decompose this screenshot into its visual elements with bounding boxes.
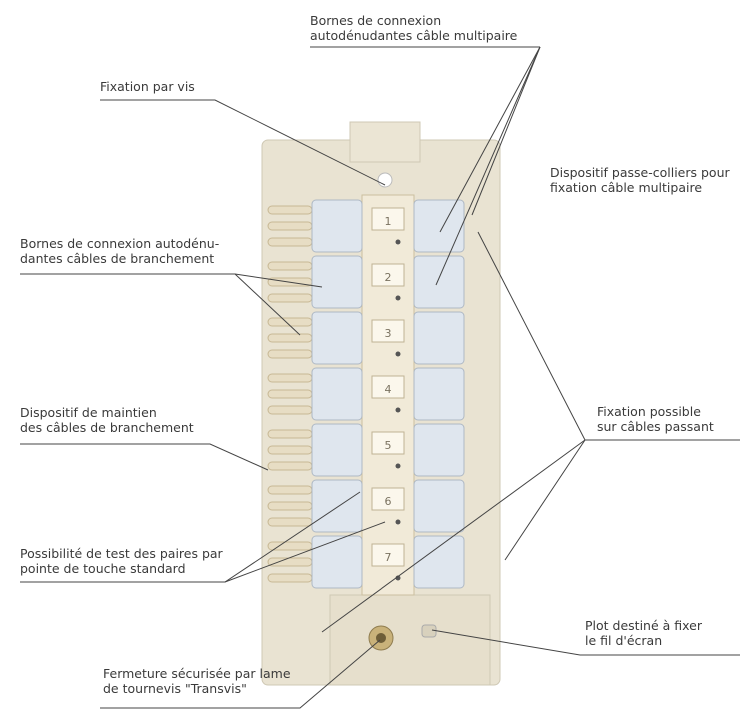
left-terminal-block — [311, 535, 363, 589]
pair-number: 2 — [385, 271, 392, 284]
cable-holder — [267, 349, 313, 359]
left-terminal-block — [311, 199, 363, 253]
cable-holder — [267, 573, 313, 583]
right-terminal-block — [413, 479, 465, 533]
label-line: Possibilité de test des paires par — [20, 546, 223, 561]
label-line: de tournevis "Transvis" — [103, 681, 247, 696]
cable-holder — [267, 557, 313, 567]
label-line: dantes câbles de branchement — [20, 251, 215, 266]
cable-holder — [267, 317, 313, 327]
label-test-paires: Possibilité de test des paires par point… — [20, 546, 223, 576]
cable-holder — [267, 445, 313, 455]
right-terminal-block — [413, 199, 465, 253]
pair-number: 4 — [385, 383, 392, 396]
label-line: Plot destiné à fixer — [585, 618, 702, 633]
test-point — [395, 519, 401, 525]
label-line: Dispositif de maintien — [20, 405, 157, 420]
test-slot — [371, 431, 405, 455]
label-fixation-vis: Fixation par vis — [100, 79, 195, 94]
label-line: Bornes de connexion — [310, 13, 442, 28]
cable-holder — [267, 429, 313, 439]
test-slot — [371, 319, 405, 343]
pair-number: 6 — [385, 495, 392, 508]
test-slot — [371, 375, 405, 399]
label-maintien: Dispositif de maintien des câbles de bra… — [20, 405, 194, 435]
label-line: autodénudantes câble multipaire — [310, 28, 518, 43]
pair-number: 5 — [385, 439, 392, 452]
label-plot-ecran: Plot destiné à fixer le fil d'écran — [585, 618, 702, 648]
cable-holder — [267, 501, 313, 511]
left-terminal-block — [311, 311, 363, 365]
label-passe-colliers: Dispositif passe-colliers pour fixation … — [550, 165, 730, 195]
test-slot — [371, 263, 405, 287]
cable-holder — [267, 221, 313, 231]
test-point — [395, 239, 401, 245]
connection-blocks: 1 2 3 4 5 6 7 — [311, 194, 465, 596]
cable-holder — [267, 461, 313, 471]
cable-holder — [267, 389, 313, 399]
cable-holder — [267, 293, 313, 303]
test-slot — [371, 543, 405, 567]
label-line: le fil d'écran — [585, 633, 663, 648]
cable-holder — [267, 261, 313, 271]
label-line: des câbles de branchement — [20, 420, 194, 435]
label-line: Fixation par vis — [100, 79, 195, 94]
left-terminal-block — [311, 423, 363, 477]
left-terminal-block — [311, 479, 363, 533]
label-fixation-passant: Fixation possible sur câbles passant — [597, 404, 714, 434]
pair-number: 7 — [385, 551, 392, 564]
left-terminal-block — [311, 367, 363, 421]
label-line: Fixation possible — [597, 404, 701, 419]
label-line: Dispositif passe-colliers pour — [550, 165, 730, 180]
leader-lines — [20, 46, 740, 709]
pair-number: 1 — [385, 215, 392, 228]
test-slot — [371, 207, 405, 231]
cable-holder — [267, 405, 313, 415]
connection-module-photo: 1 2 3 4 5 6 7 — [261, 121, 501, 686]
right-terminal-block — [413, 535, 465, 589]
cable-holder — [267, 485, 313, 495]
pair-number: 3 — [385, 327, 392, 340]
cable-holder — [267, 517, 313, 527]
label-line: Bornes de connexion autodénu- — [20, 236, 220, 251]
cable-holder — [267, 333, 313, 343]
right-terminal-block — [413, 423, 465, 477]
label-line: fixation câble multipaire — [550, 180, 703, 195]
label-line: sur câbles passant — [597, 419, 714, 434]
test-point — [395, 575, 401, 581]
cable-holder — [267, 237, 313, 247]
test-slot — [371, 487, 405, 511]
test-point — [395, 407, 401, 413]
test-point — [395, 295, 401, 301]
test-point — [395, 351, 401, 357]
left-terminal-block — [311, 255, 363, 309]
label-bornes-branchement: Bornes de connexion autodénu- dantes câb… — [20, 236, 219, 266]
test-point — [395, 463, 401, 469]
label-line: Fermeture sécurisée par lame — [103, 666, 291, 681]
right-terminal-block — [413, 311, 465, 365]
cable-holder — [267, 205, 313, 215]
right-terminal-block — [413, 255, 465, 309]
label-line: pointe de touche standard — [20, 561, 186, 576]
right-terminal-block — [413, 367, 465, 421]
cable-holder — [267, 373, 313, 383]
label-fermeture: Fermeture sécurisée par lame de tournevi… — [103, 666, 291, 696]
label-bornes-multipaire: Bornes de connexion autodénudantes câble… — [310, 13, 517, 43]
cable-holders — [267, 205, 313, 583]
